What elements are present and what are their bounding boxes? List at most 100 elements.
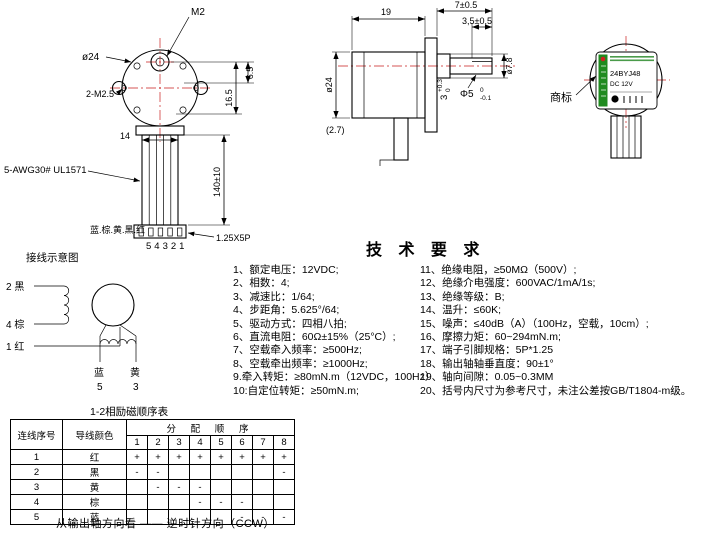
dim-shaft-thread: M2 <box>191 7 205 18</box>
dim-body-dia: ø24 <box>82 52 100 63</box>
tech-requirements-right: 11、绝缘电阻，≥50MΩ（500V）; 12、绝缘介电强度：600VAC/1m… <box>420 264 691 398</box>
wire-ribbon <box>135 125 185 226</box>
label-view: 24BYJ48 DC 12V 商标 <box>550 36 670 159</box>
tech-requirements-title: 技 术 要 求 <box>366 242 486 259</box>
tech-item: 4、步距角：5.625°/64; <box>233 304 340 317</box>
tech-item: 7、空载牵入频率：≥500Hz; <box>233 344 362 357</box>
cell <box>252 479 274 495</box>
label-wire-spec: 5-AWG30# UL1571 <box>4 165 87 176</box>
wire-color: 黑 <box>62 464 127 480</box>
step-header: 6 <box>231 435 253 450</box>
cell: + <box>189 449 211 465</box>
cell: - <box>147 464 169 480</box>
motor-side-outline <box>351 37 493 166</box>
cell: - <box>126 464 148 480</box>
label-connector-spec: 1.25X5P <box>216 233 251 243</box>
dim-shaft-dia: Φ5 <box>460 89 474 100</box>
nameplate-red-dot <box>600 56 606 62</box>
cell: - <box>189 479 211 495</box>
tech-item: 18、输出轴轴垂直度：90±1° <box>420 357 554 370</box>
tech-item: 6、直流电阻：60Ω±15%（25°C）; <box>233 331 396 344</box>
nameplate-voltage: DC 12V <box>610 81 633 88</box>
wire-color: 红 <box>62 449 127 465</box>
cell <box>189 464 211 480</box>
cell <box>231 464 253 480</box>
cell <box>168 464 190 480</box>
label-wire-colors: 蓝.棕.黄.黑.红 <box>90 224 145 235</box>
svg-text:0: 0 <box>445 88 452 92</box>
cell <box>126 479 148 495</box>
cell: - <box>210 494 232 510</box>
cell: - <box>273 509 295 525</box>
cell <box>273 494 295 510</box>
label-pin-numbers: 54321 <box>146 241 187 252</box>
wire-color: 黄 <box>62 479 127 495</box>
col-header-wire-no: 连线序号 <box>10 419 63 450</box>
dim-flat-height: 3 +0.3 0 <box>437 79 452 100</box>
wire-no: 4 <box>10 494 63 510</box>
side-view: 19 7±0.5 3,5±0,5 ø24 ø7.8 Φ5 0 -0.1 3 +0… <box>324 0 515 166</box>
step-header: 2 <box>147 435 169 450</box>
tech-requirements-left: 1、额定电压：12VDC; 2、相数：4; 3、减速比：1/64; 4、步距角：… <box>233 264 435 398</box>
dim-boss-dia: ø7.8 <box>504 57 514 74</box>
step-header: 5 <box>210 435 232 450</box>
table-row: 4 棕 - - - <box>10 494 295 510</box>
dim-mount-holes: 2-M2.5 <box>86 89 114 99</box>
cell <box>210 464 232 480</box>
table-row: 2 黑 - - - <box>10 464 295 480</box>
tech-item: 13、绝缘等级：B; <box>420 290 505 303</box>
nameplate-model: 24BYJ48 <box>610 69 640 78</box>
dim-shaft-tol-lo: -0.1 <box>480 95 492 102</box>
dim-offset-mid: 16.5 <box>224 89 234 107</box>
lead-blue: 蓝 <box>94 367 104 379</box>
dim-flange-width: 14 <box>120 131 130 141</box>
wire-no: 1 <box>10 449 63 465</box>
front-dimensions: M2 ø24 2-M2.5 6.5 16.5 14 140±10 5-AWG30… <box>4 7 255 252</box>
wiring-lines <box>34 283 137 362</box>
tech-item: 10:自定位转矩：≥50mN.m; <box>233 384 359 397</box>
tech-item: 15、噪声：≤40dB（A）（100Hz，空载，10cm）; <box>420 317 649 330</box>
cell: + <box>252 449 274 465</box>
excitation-table-caption: 1-2相励磁顺序表 <box>90 406 169 418</box>
dim-offset-top: 6.5 <box>245 67 255 80</box>
trademark-caption: 商标 <box>550 90 572 104</box>
lead-yellow: 黄 <box>130 366 140 379</box>
wiring-title: 接线示意图 <box>26 252 79 264</box>
tech-item: 16、摩擦力矩：60~294mN.m; <box>420 331 561 344</box>
front-view: M2 ø24 2-M2.5 6.5 16.5 14 140±10 5-AWG30… <box>4 7 255 252</box>
tech-item: 20、括号内尺寸为参考尺寸，未注公差按GB/T1804-m级。 <box>420 384 692 397</box>
cell <box>231 479 253 495</box>
connector <box>133 224 187 239</box>
terminal-red: 1 红 <box>6 340 24 353</box>
terminal-black: 2 黑 <box>6 281 24 293</box>
tech-item: 11、绝缘电阻，≥50MΩ（500V）; <box>420 264 577 276</box>
step-header: 7 <box>252 435 274 450</box>
cell <box>273 479 295 495</box>
tech-item: 19、轴向间隙：0.05~0.3MM <box>420 371 554 384</box>
lead-yellow-num: 3 <box>133 382 139 393</box>
label-wire-ribbon <box>610 115 642 159</box>
terminal-brown: 4 棕 <box>6 318 24 331</box>
wire-no: 5 <box>10 509 63 525</box>
wire-color: 棕 <box>62 494 127 510</box>
tech-item: 5、驱动方式：四相八拍; <box>233 317 347 330</box>
cell: + <box>126 449 148 465</box>
cell: - <box>147 479 169 495</box>
lead-blue-num: 5 <box>97 382 103 393</box>
motor-symbol <box>91 283 135 327</box>
side-dimensions: 19 7±0.5 3,5±0,5 ø24 ø7.8 Φ5 0 -0.1 3 +0… <box>324 0 514 135</box>
excitation-table: 连线序号 导线颜色 分 配 顺 序 1 2 3 4 5 6 7 8 1 红 + … <box>10 419 295 525</box>
cell <box>168 494 190 510</box>
cell <box>252 494 274 510</box>
cell <box>126 494 148 510</box>
dim-side-body-dia: ø24 <box>324 77 334 93</box>
step-header: 4 <box>189 435 211 450</box>
nameplate-emblem <box>611 95 619 103</box>
cell: - <box>273 464 295 480</box>
cell: - <box>189 494 211 510</box>
dim-ref: (2.7) <box>326 125 345 135</box>
col-header-wire-color: 导线颜色 <box>62 419 127 450</box>
svg-text:+0.3: +0.3 <box>437 79 444 92</box>
step-header: 3 <box>168 435 190 450</box>
